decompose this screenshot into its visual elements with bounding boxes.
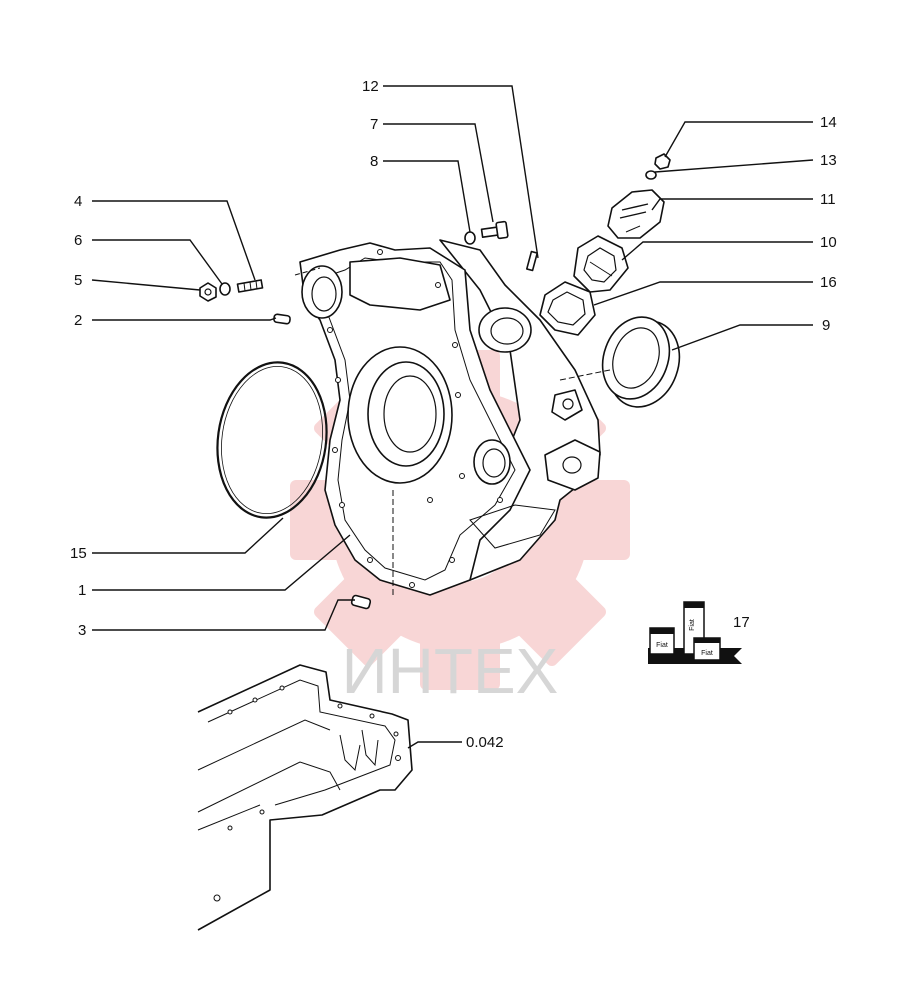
- callout-13: 13: [820, 152, 837, 169]
- callout-9: 9: [822, 317, 830, 334]
- callout-6: 6: [74, 232, 82, 249]
- oil-seal-ring: [601, 316, 681, 408]
- bolt-7: [480, 220, 509, 240]
- gasket-16: [539, 281, 596, 336]
- nut-5: [199, 282, 217, 302]
- kit-box-a-label: Fiat: [656, 642, 668, 649]
- washer-8: [464, 231, 476, 245]
- callout-2: 2: [74, 312, 82, 329]
- callout-15: 15: [70, 545, 87, 562]
- callout-7: 7: [370, 116, 378, 133]
- callout-5: 5: [74, 272, 82, 289]
- callout-4: 4: [74, 193, 82, 210]
- cover-plate-11: [607, 189, 665, 239]
- kit-box-b-label: Fiat: [701, 650, 713, 657]
- callout-3: 3: [78, 622, 86, 639]
- callout-1: 1: [78, 582, 86, 599]
- dowel-pin-12: [525, 250, 539, 272]
- watermark-text: ИНТЕХ: [342, 635, 559, 707]
- washer-6: [219, 282, 231, 296]
- leader-lines: [91, 85, 814, 749]
- callout-14: 14: [820, 114, 837, 131]
- callout-10: 10: [820, 234, 837, 251]
- callout-labels: 12 7 8 4 6 5 2 15 1 3 14 13 11 10 16 9 1…: [70, 78, 837, 751]
- flywheel-housing: [299, 239, 601, 596]
- oil-pan: [197, 664, 413, 931]
- o-ring: [216, 361, 328, 519]
- callout-8: 8: [370, 153, 378, 170]
- kit-tube-label: Fiat: [689, 619, 696, 631]
- callout-17: 17: [733, 614, 750, 631]
- callout-12: 12: [362, 78, 379, 95]
- adapter-plate-10: [573, 235, 629, 293]
- pin-2: [273, 313, 291, 325]
- sealant-kit: Fiat Fiat Fiat: [648, 601, 742, 664]
- callout-ref-0042: 0.042: [466, 734, 504, 751]
- washer-13: [645, 170, 657, 180]
- nut-14: [654, 153, 671, 170]
- callout-11: 11: [820, 191, 836, 208]
- callout-16: 16: [820, 274, 837, 291]
- stud-4: [236, 279, 264, 293]
